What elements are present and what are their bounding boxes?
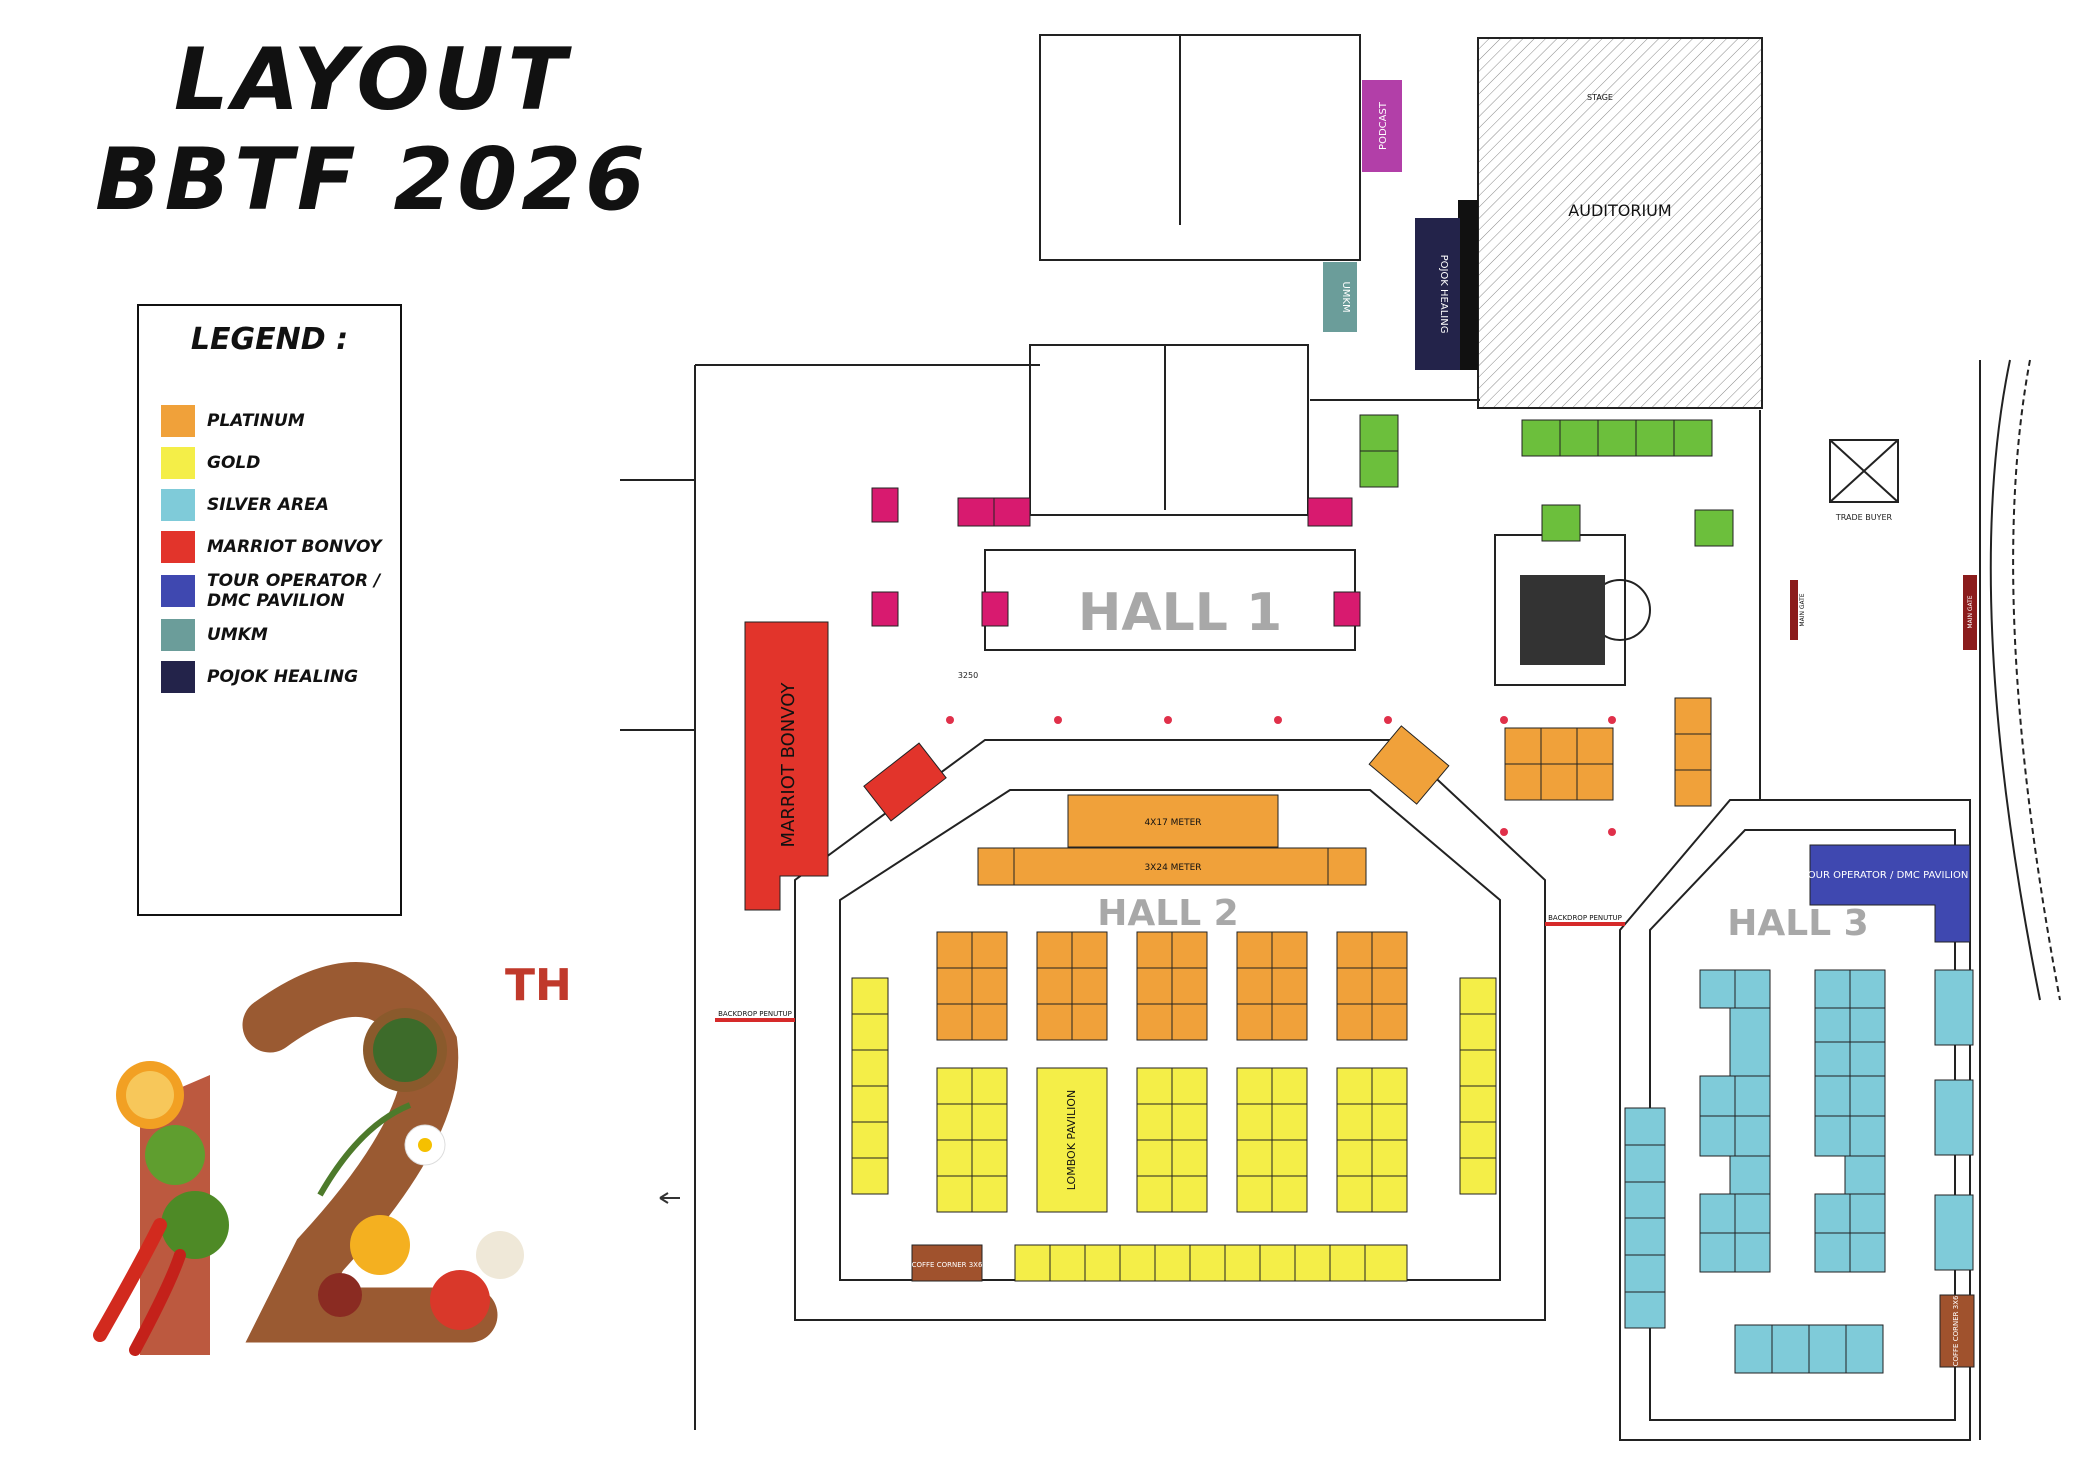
hall-3-silver — [1624, 969, 1974, 1374]
legend-swatch — [161, 405, 195, 437]
legend-item-gold: GOLD — [161, 446, 387, 480]
legend-swatch — [161, 489, 195, 521]
page-subtitle: BBTF 2026 — [95, 130, 649, 230]
legend-item-marriott: MARRIOT BONVOY — [161, 530, 387, 564]
main-gate-left — [1790, 580, 1798, 640]
tour-operator-label: TOUR OPERATOR / DMC PAVILION — [1801, 870, 1969, 881]
legend-label: TOUR OPERATOR / DMC PAVILION — [207, 571, 381, 611]
podcast-booth — [1362, 80, 1402, 172]
legend-swatch — [161, 447, 195, 479]
backdrop-2 — [1545, 922, 1625, 926]
marriott-bonvoy-booth: MARRIOT BONVOY — [744, 621, 829, 911]
legend-swatch — [161, 531, 195, 563]
meter-booths: 4X17 METER 3X24 METER — [977, 794, 1367, 886]
legend-label: GOLD — [207, 453, 261, 473]
green-booths — [1359, 414, 1734, 547]
coffee-corner-hall-3 — [1939, 1294, 1975, 1368]
legend-title: LEGEND : — [190, 322, 349, 357]
hall-2-platinum-grid — [937, 932, 1407, 1040]
main-gate-label-1: MAIN GATE — [1799, 593, 1806, 626]
page-title: LAYOUT — [173, 30, 571, 130]
legend-swatch — [161, 575, 195, 607]
trade-buyer-label: TRADE BUYER — [1835, 513, 1893, 522]
meter-3x24-label: 3X24 METER — [1144, 863, 1201, 873]
dimension-label: 3250 — [958, 671, 978, 680]
coffee-corner-label-2: COFFE CORNER 3X6 — [1952, 1295, 1960, 1366]
legend-label: SILVER AREA — [207, 495, 329, 515]
coffee-corner-label: COFFE CORNER 3X6 — [912, 1261, 983, 1269]
legend-item-platinum: PLATINUM — [161, 404, 387, 438]
hall-2-gold-grid — [852, 1013, 1496, 1281]
marriott-label: MARRIOT BONVOY — [778, 682, 799, 848]
trade-buyer-box: TRADE BUYER — [1829, 439, 1899, 522]
backdrop-label-2: BACKDROP PENUTUP — [1548, 914, 1622, 922]
umkm-booth — [1323, 262, 1357, 332]
meter-4x17-label: 4X17 METER — [1144, 818, 1201, 828]
center-court — [1520, 575, 1605, 665]
legend-item-tour-operator: TOUR OPERATOR / DMC PAVILION — [161, 571, 387, 611]
main-gate-right — [1963, 575, 1977, 650]
legend: LEGEND : PLATINUM GOLD SILVER AREA MARRI… — [137, 304, 402, 916]
legend-label: PLATINUM — [207, 411, 305, 431]
coffee-corner-hall-2 — [911, 1244, 983, 1282]
legend-item-pojok-healing: POJOK HEALING — [161, 660, 387, 694]
platinum-booths-lobby — [1368, 697, 1712, 807]
anniversary-logo — [93, 962, 524, 1356]
pillar-markers — [946, 716, 1616, 836]
legend-item-umkm: UMKM — [161, 618, 387, 652]
hall-3-silver-grid — [1625, 970, 1885, 1373]
logo-superscript: TH — [505, 960, 572, 1011]
legend-item-silver: SILVER AREA — [161, 488, 387, 522]
marriott-small-booth — [863, 742, 947, 822]
hall-2-label: HALL 2 — [1097, 893, 1238, 934]
tour-operator-pavilion: TOUR OPERATOR / DMC PAVILION — [1801, 844, 1971, 943]
legend-swatch — [161, 619, 195, 651]
building-walls — [620, 34, 2061, 1441]
legend-label: MARRIOT BONVOY — [207, 537, 382, 557]
hall-1-label: HALL 1 — [1078, 583, 1282, 643]
auditorium-edge — [1458, 200, 1478, 370]
exit-arrow-icon — [659, 1192, 680, 1204]
main-gate-label-2: MAIN GATE — [1967, 595, 1974, 628]
podcast-label: PODCAST — [1378, 101, 1389, 150]
auditorium-label: AUDITORIUM — [1568, 201, 1671, 220]
lombok-pavilion-label: LOMBOK PAVILION — [1065, 1090, 1078, 1190]
backdrop — [715, 1018, 795, 1022]
umkm-label: UMKM — [1340, 281, 1351, 312]
legend-label: UMKM — [207, 625, 268, 645]
magenta-booths — [871, 487, 1361, 627]
pojok-healing-label: POJOK HEALING — [1438, 255, 1449, 334]
pojok-healing-booth — [1415, 218, 1460, 370]
hall-3-label: HALL 3 — [1727, 903, 1868, 944]
backdrop-label: BACKDROP PENUTUP — [718, 1010, 792, 1018]
legend-swatch — [161, 661, 195, 693]
stage-label: STAGE — [1587, 93, 1613, 102]
legend-label: POJOK HEALING — [207, 667, 359, 687]
